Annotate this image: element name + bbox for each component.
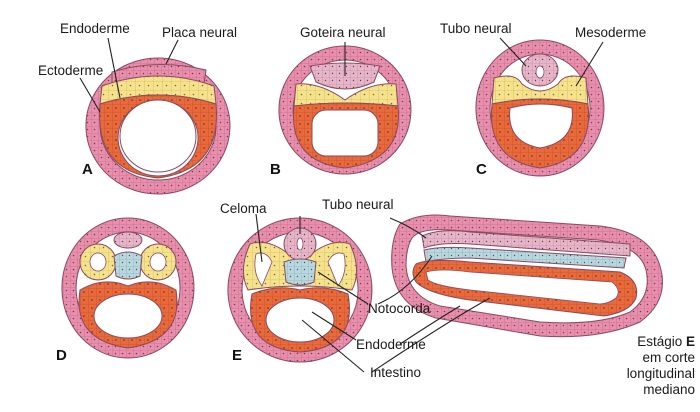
section-e-longitudinal: [391, 214, 663, 338]
stage-letter-c: C: [476, 161, 487, 178]
label-endoderme-e: Endoderme: [356, 337, 426, 352]
leader-notocorda: [317, 271, 369, 305]
leader-lines: [79, 37, 604, 373]
label-tubo-neural-c: Tubo neural: [440, 21, 512, 36]
leader-endoderme-long: [399, 305, 461, 345]
leader-intestino: [301, 319, 365, 373]
leader-ectoderme: [79, 77, 101, 113]
leader-tubo-neural-c: [499, 37, 527, 67]
leader-endoderme-a: [107, 37, 121, 99]
label-goteira-neural: Goteira neural: [300, 25, 386, 40]
notochord-d: [113, 251, 143, 280]
leader-mesoderme: [575, 41, 604, 87]
neural-groove-b: [309, 62, 381, 90]
section-c: [475, 39, 605, 177]
stage-letter-b: B: [270, 161, 281, 178]
caption-stage-e: Estágio E em corte longitudinal mediano: [585, 334, 695, 398]
caption-letter: E: [685, 334, 695, 349]
section-d: [61, 217, 195, 359]
coelom-left-e: [254, 252, 273, 287]
neural-tube-d: [113, 231, 143, 249]
coelom-left-d: [89, 252, 107, 272]
leader-endoderme-e: [311, 311, 357, 341]
neural-canal-c: [535, 65, 545, 79]
section-e: [227, 217, 373, 363]
cavity-c: [509, 103, 573, 149]
stage-letter-a: A: [82, 161, 93, 178]
intestine-lumen-long: [425, 269, 619, 305]
cavity-a: [119, 99, 197, 173]
section-b: [278, 45, 412, 175]
leader-placa-neural: [165, 39, 179, 65]
label-intestino: Intestino: [370, 365, 422, 380]
label-endoderme-a: Endoderme: [60, 21, 130, 36]
caption-line3: mediano: [643, 382, 695, 397]
label-celoma: Celoma: [220, 201, 267, 216]
endoderm-ring-a: [98, 94, 218, 179]
cavity-d: [93, 293, 163, 339]
caption-line1: Estágio E: [585, 334, 695, 350]
leader-notocorda-long: [377, 255, 433, 305]
leader-celoma: [255, 213, 263, 263]
label-placa-neural: Placa neural: [162, 25, 238, 40]
stage-letter-e: E: [232, 347, 243, 364]
cavity-b: [311, 109, 379, 157]
caption-line2: em corte longitudinal: [626, 350, 695, 381]
intestine-cavity-e: [265, 297, 335, 343]
coelom-right-e: [327, 252, 346, 287]
leader-tubo-neural-long: [389, 217, 427, 239]
label-tubo-neural-e: Tubo neural: [322, 197, 394, 212]
section-a: [85, 57, 231, 195]
neural-tube-long: [421, 230, 631, 257]
caption-prefix: Estágio: [637, 334, 686, 349]
label-ectoderme: Ectoderme: [38, 63, 104, 78]
notochord-e: [283, 258, 317, 286]
label-mesoderme: Mesoderme: [575, 25, 647, 40]
coelom-right-d: [149, 252, 167, 272]
stage-letter-d: D: [56, 347, 67, 364]
label-notocorda: Notocorda: [368, 301, 431, 316]
neural-canal-e: [296, 237, 304, 251]
leader-intestino-long: [371, 297, 491, 373]
